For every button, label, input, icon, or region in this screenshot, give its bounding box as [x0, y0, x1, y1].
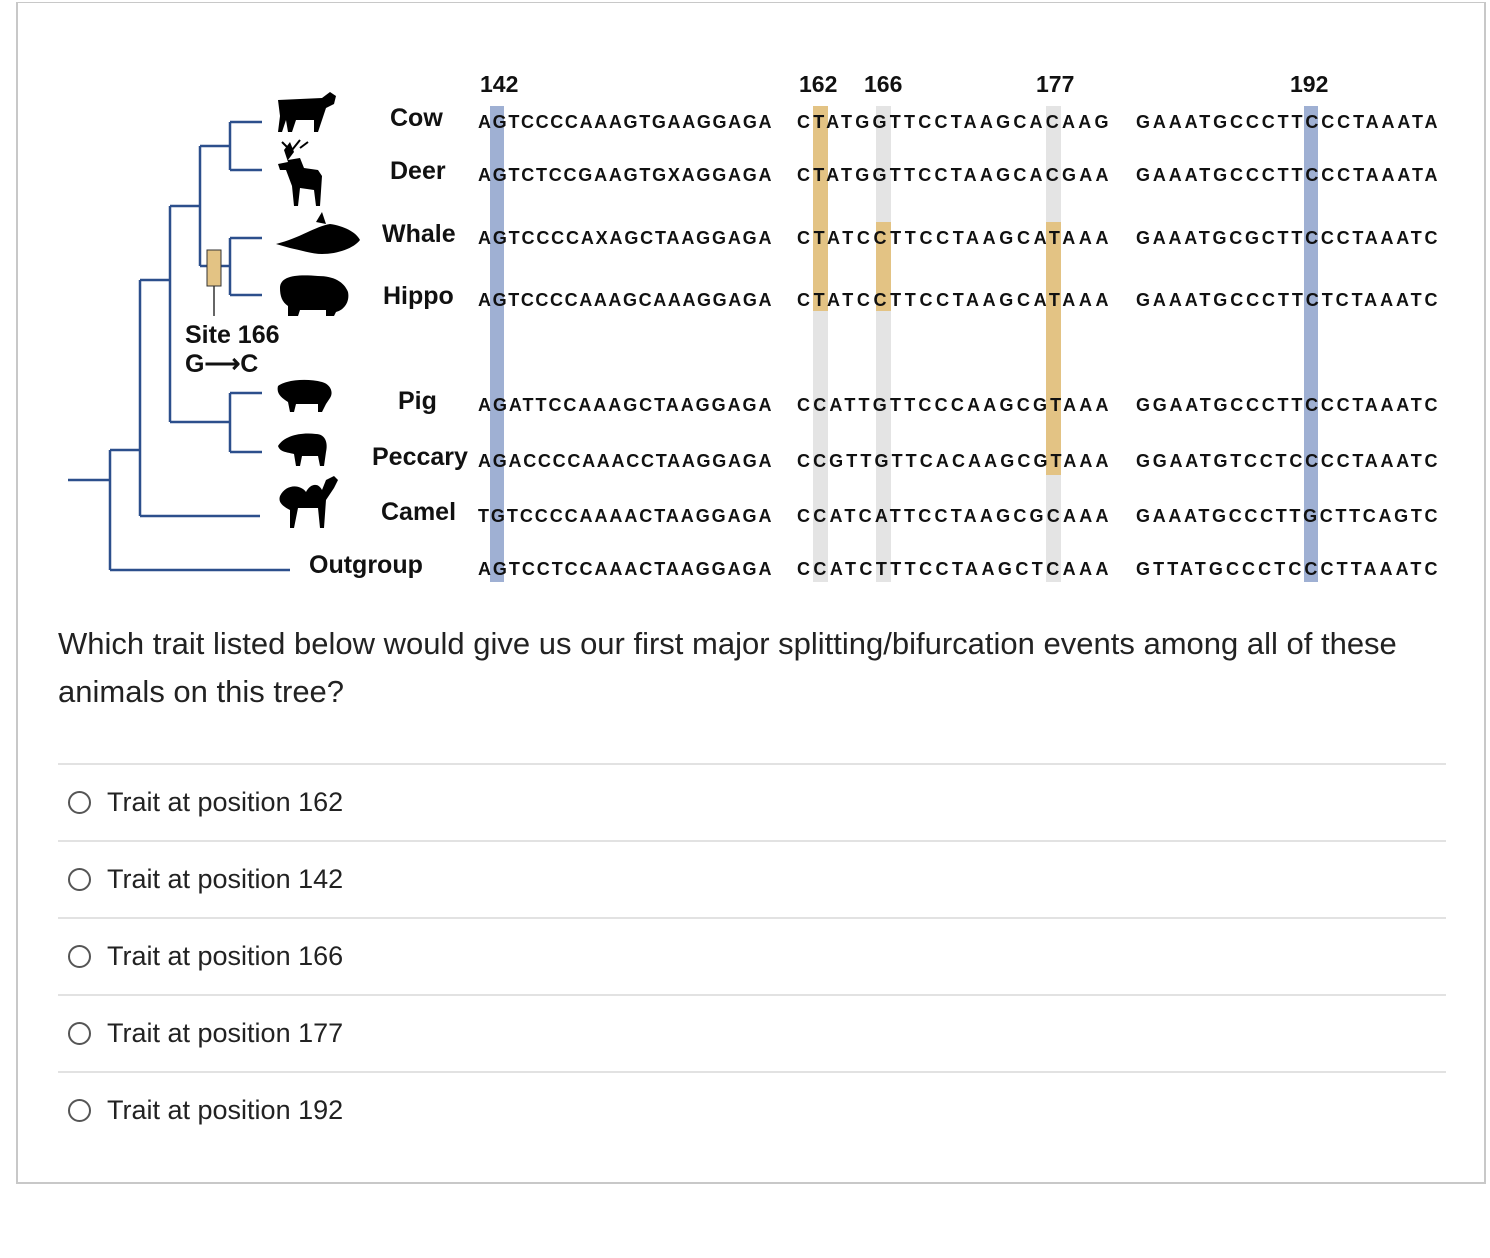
sequence-segment: AGTCCCCAAAGTGAAGGAGA: [478, 112, 774, 132]
pig-icon: [277, 379, 332, 412]
sequence-segment: GAAATGCCCTTCCCTAAATA: [1136, 112, 1440, 132]
option-label: Trait at position 177: [107, 1018, 344, 1048]
position-label: 142: [480, 71, 518, 97]
taxon-name: Camel: [381, 498, 456, 526]
option-label: Trait at position 142: [107, 864, 344, 894]
taxon-name: Hippo: [383, 282, 454, 310]
whale-icon: [276, 212, 360, 254]
taxon-name: Cow: [390, 104, 443, 132]
question-text: Which trait listed below would give us o…: [58, 626, 1397, 709]
band-177-gold: [1046, 222, 1061, 475]
band-177-bottom: [1046, 475, 1061, 582]
radio-button[interactable]: [68, 791, 91, 814]
band-166-bottom: [876, 311, 891, 582]
band-177-top: [1046, 106, 1061, 222]
sequence-segment: GTTATGCCCTCCCTTAAATC: [1136, 559, 1440, 579]
option-177[interactable]: Trait at position 177: [58, 994, 1446, 1071]
band-166-top: [876, 106, 891, 222]
sequence-segment: GGAATGTCCTCCCCTAAATC: [1136, 451, 1440, 471]
sequence-segment: CCATCATTCCTAAGCGCAAA: [797, 506, 1111, 526]
band-162-bottom: [813, 311, 828, 582]
radio-button[interactable]: [68, 868, 91, 891]
answer-options: Trait at position 162 Trait at position …: [58, 763, 1446, 1148]
camel-icon: [279, 476, 338, 528]
cow-icon: [278, 92, 336, 132]
sequence-segment: AGTCCTCCAAACTAAGGAGA: [478, 559, 774, 579]
position-label: 166: [864, 71, 902, 97]
deer-icon: [278, 139, 322, 206]
band-166-mid: [876, 222, 891, 311]
taxon-name: Whale: [382, 220, 456, 248]
sequence-segment: CTATGGTTCCTAAGCACAAG: [797, 112, 1111, 132]
radio-button[interactable]: [68, 1022, 91, 1045]
band-142: [490, 106, 504, 582]
sequence-segment: CCGTTGTTCACAAGCGTAAA: [797, 451, 1111, 471]
sequence-segment: GAAATGCCCTTGCTTCAGTC: [1136, 506, 1440, 526]
option-142[interactable]: Trait at position 142: [58, 840, 1446, 917]
option-162[interactable]: Trait at position 162: [58, 763, 1446, 840]
sequence-segment: CTATCCTTCCTAAGCATAAA: [797, 228, 1111, 248]
sequence-segment: AGTCCCCAXAGCTAAGGAGA: [478, 228, 774, 248]
question-card: [16, 2, 1486, 1184]
sequence-segment: TGTCCCCAAAACTAAGGAGA: [478, 506, 774, 526]
sequence-segment: CTATCCTTCCTAAGCATAAA: [797, 290, 1111, 310]
sequence-segment: CTATGGTTCCTAAGCACGAA: [797, 165, 1111, 185]
sequence-segment: AGTCTCCGAAGTGXAGGAGA: [478, 165, 774, 185]
option-label: Trait at position 162: [107, 787, 344, 817]
sequence-segment: AGATTCCAAAGCTAAGGAGA: [478, 395, 774, 415]
taxon-name: Deer: [390, 157, 446, 185]
hippo-icon: [280, 275, 349, 316]
sequence-segment: GAAATGCCCTTCTCTAAATC: [1136, 290, 1440, 310]
site-166-change: G⟶C: [185, 350, 258, 378]
sequence-segment: GGAATGCCCTTCCCTAAATC: [1136, 395, 1440, 415]
band-162-top: [813, 106, 828, 311]
taxon-name: Peccary: [372, 443, 468, 471]
peccary-icon: [278, 433, 327, 466]
position-label: 192: [1290, 71, 1328, 97]
band-192: [1304, 106, 1318, 582]
sequence-segment: AGTCCCCAAAGCAAAGGAGA: [478, 290, 774, 310]
radio-button[interactable]: [68, 1099, 91, 1122]
option-label: Trait at position 166: [107, 941, 344, 971]
taxon-name: Pig: [398, 387, 437, 415]
sequence-segment: GAAATGCGCTTCCCTAAATC: [1136, 228, 1440, 248]
option-166[interactable]: Trait at position 166: [58, 917, 1446, 994]
site-166-label: Site 166: [185, 321, 280, 349]
sequence-segment: CCATCTTTCCTAAGCTCAAA: [797, 559, 1111, 579]
position-label: 162: [799, 71, 837, 97]
radio-button[interactable]: [68, 945, 91, 968]
position-label: 177: [1036, 71, 1074, 97]
alignment-rows: Cow AGTCCCCAAAGTGAAGGAGA CTATGGTTCCTAAGCAC…: [309, 104, 1440, 579]
taxon-name: Outgroup: [309, 551, 423, 579]
option-192[interactable]: Trait at position 192: [58, 1071, 1446, 1148]
sequence-segment: GAAATGCCCTTCCCTAAATA: [1136, 165, 1440, 185]
option-label: Trait at position 192: [107, 1095, 344, 1125]
sequence-segment: AGACCCCAAACCTAAGGAGA: [478, 451, 774, 471]
site-166-marker: [206, 249, 222, 287]
sequence-segment: CCATTGTTCCCAAGCGTAAA: [797, 395, 1111, 415]
